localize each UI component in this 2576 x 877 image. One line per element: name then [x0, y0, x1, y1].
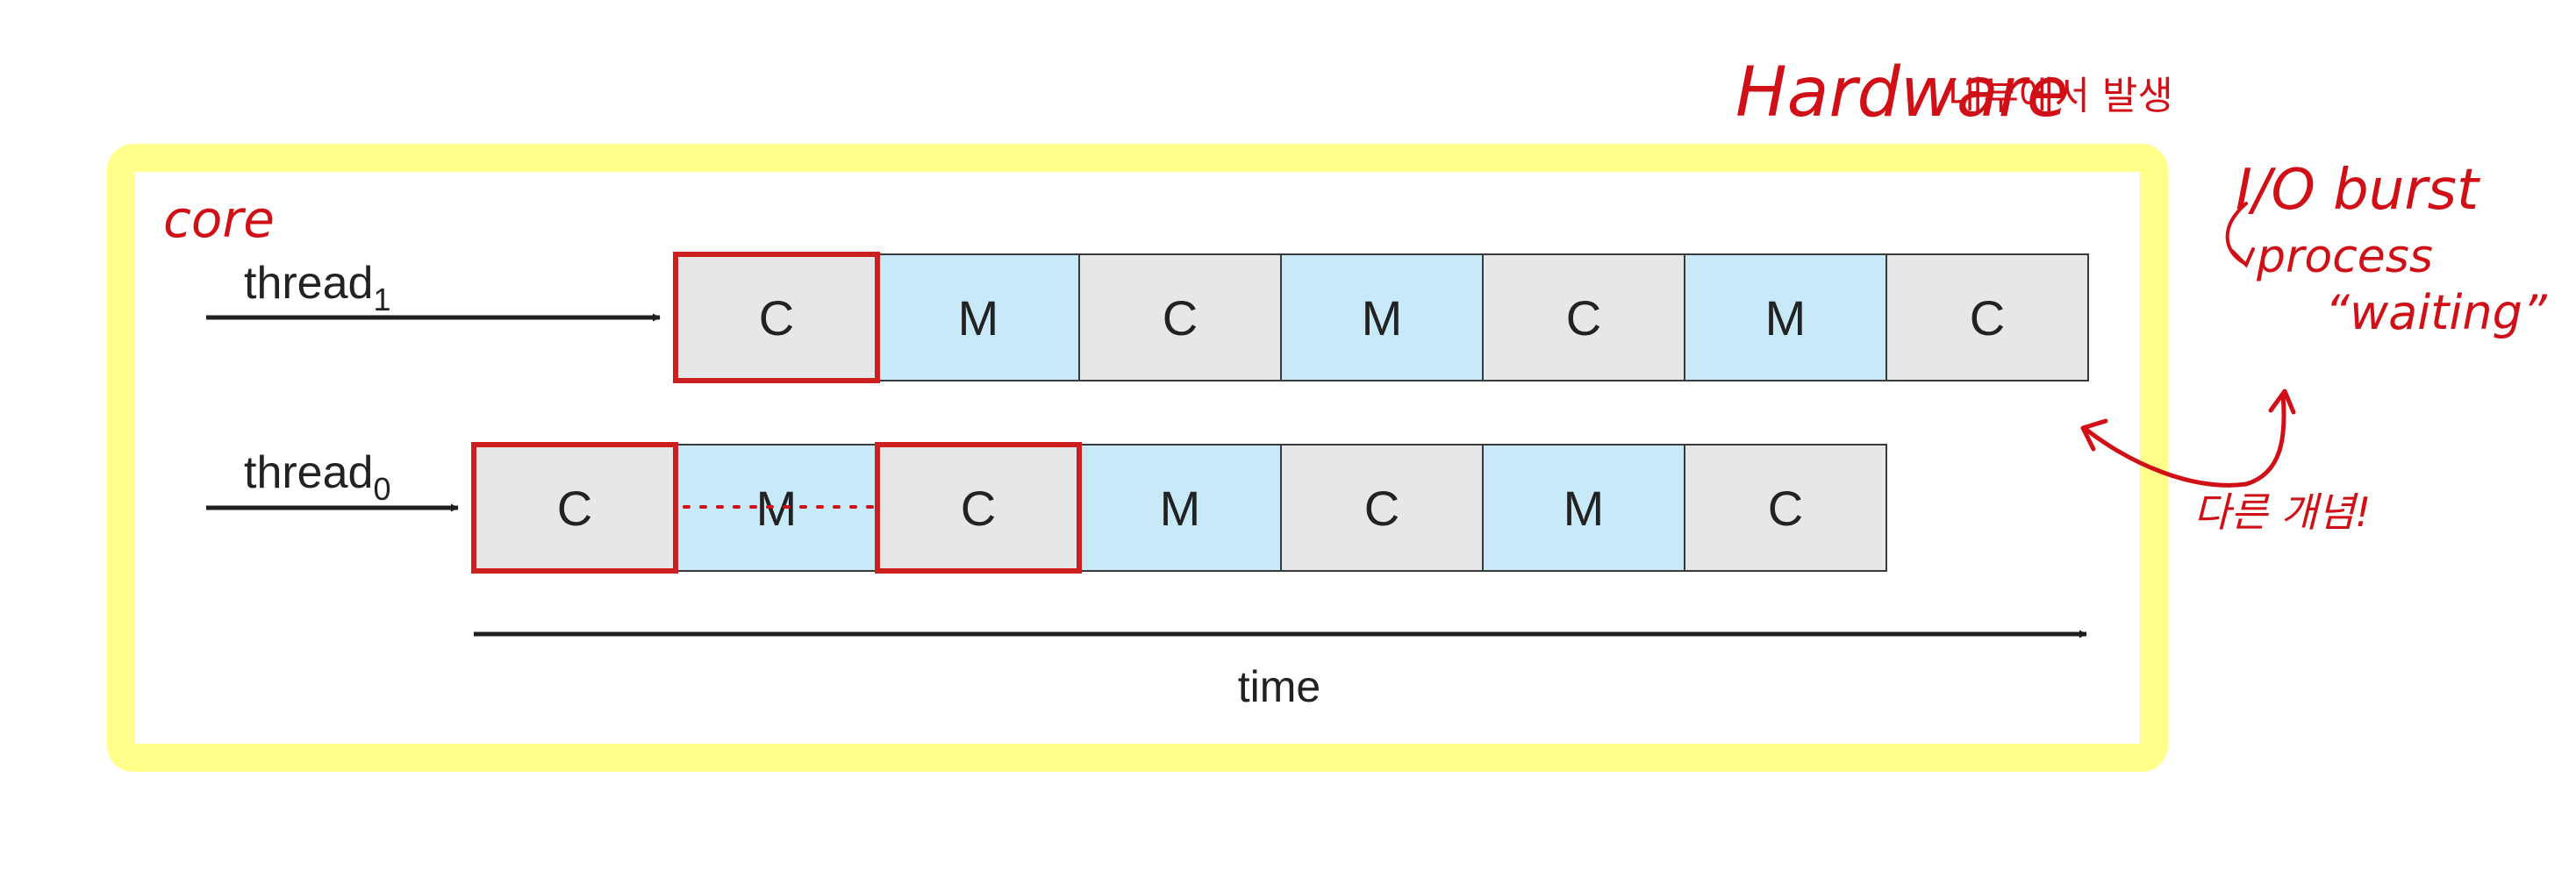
thread1-cell-label-6: C — [1970, 290, 2005, 346]
thread1-cell-label-1: M — [958, 290, 999, 346]
thread1-cell-label-5: M — [1765, 290, 1807, 346]
thread0-cell-label-0: C — [557, 481, 592, 536]
thread1-cell-label-0: C — [759, 290, 794, 346]
thread1-cell-label-2: C — [1163, 290, 1198, 346]
thread0-cell-6 — [1684, 444, 1887, 572]
waiting-note: “waiting” — [2325, 285, 2548, 340]
thread1-cell-3 — [1280, 253, 1484, 381]
core-label: core — [163, 189, 275, 249]
thread1-cell-4 — [1482, 253, 1685, 381]
thread1-cell-2 — [1078, 253, 1282, 381]
thread0-subscript: 0 — [373, 471, 390, 507]
thread1-subscript: 1 — [373, 282, 390, 317]
thread0-cell-4 — [1280, 444, 1484, 572]
thread0-cell-1 — [675, 444, 878, 572]
thread1-highlight-0 — [673, 252, 880, 383]
thread0-cell-label-4: C — [1364, 481, 1399, 536]
thread1-cell-0 — [675, 253, 878, 381]
thread0-cell-label-5: M — [1563, 481, 1605, 536]
thread1-cell-6 — [1885, 253, 2089, 381]
thread0-cell-label-2: C — [961, 481, 996, 536]
thread0-cell-5 — [1482, 444, 1685, 572]
thread1-cell-5 — [1684, 253, 1887, 381]
core-frame — [107, 144, 2168, 772]
hardware-note: Hardware — [1735, 53, 2069, 132]
io-burst-note: I/O burst — [2236, 158, 2481, 223]
thread1-cell-label-3: M — [1362, 290, 1403, 346]
thread0-cell-2 — [877, 444, 1080, 572]
curved-double-arrow — [2084, 392, 2286, 488]
thread0-cell-label-3: M — [1160, 481, 1201, 536]
curved-arrow-head-right — [2268, 389, 2296, 415]
io-burst-hook-arrow — [2225, 202, 2255, 268]
thread0-label: thread0 — [244, 447, 390, 507]
thread0-highlight-2 — [875, 442, 1082, 574]
process-note: process — [2256, 231, 2433, 283]
thread0-highlight-0 — [471, 442, 678, 574]
thread1-cell-label-4: C — [1566, 290, 1601, 346]
curved-arrow-head-left — [2080, 418, 2108, 452]
thread0-cell-label-1: M — [756, 481, 798, 536]
hardware-korean-note: 내부에서 발생 — [1948, 74, 2173, 118]
thread0-cell-label-6: C — [1768, 481, 1803, 536]
different-concept-note: 다른 개념! — [2193, 488, 2371, 536]
time-label: time — [1238, 662, 1320, 711]
thread1-label: thread1 — [244, 258, 390, 317]
